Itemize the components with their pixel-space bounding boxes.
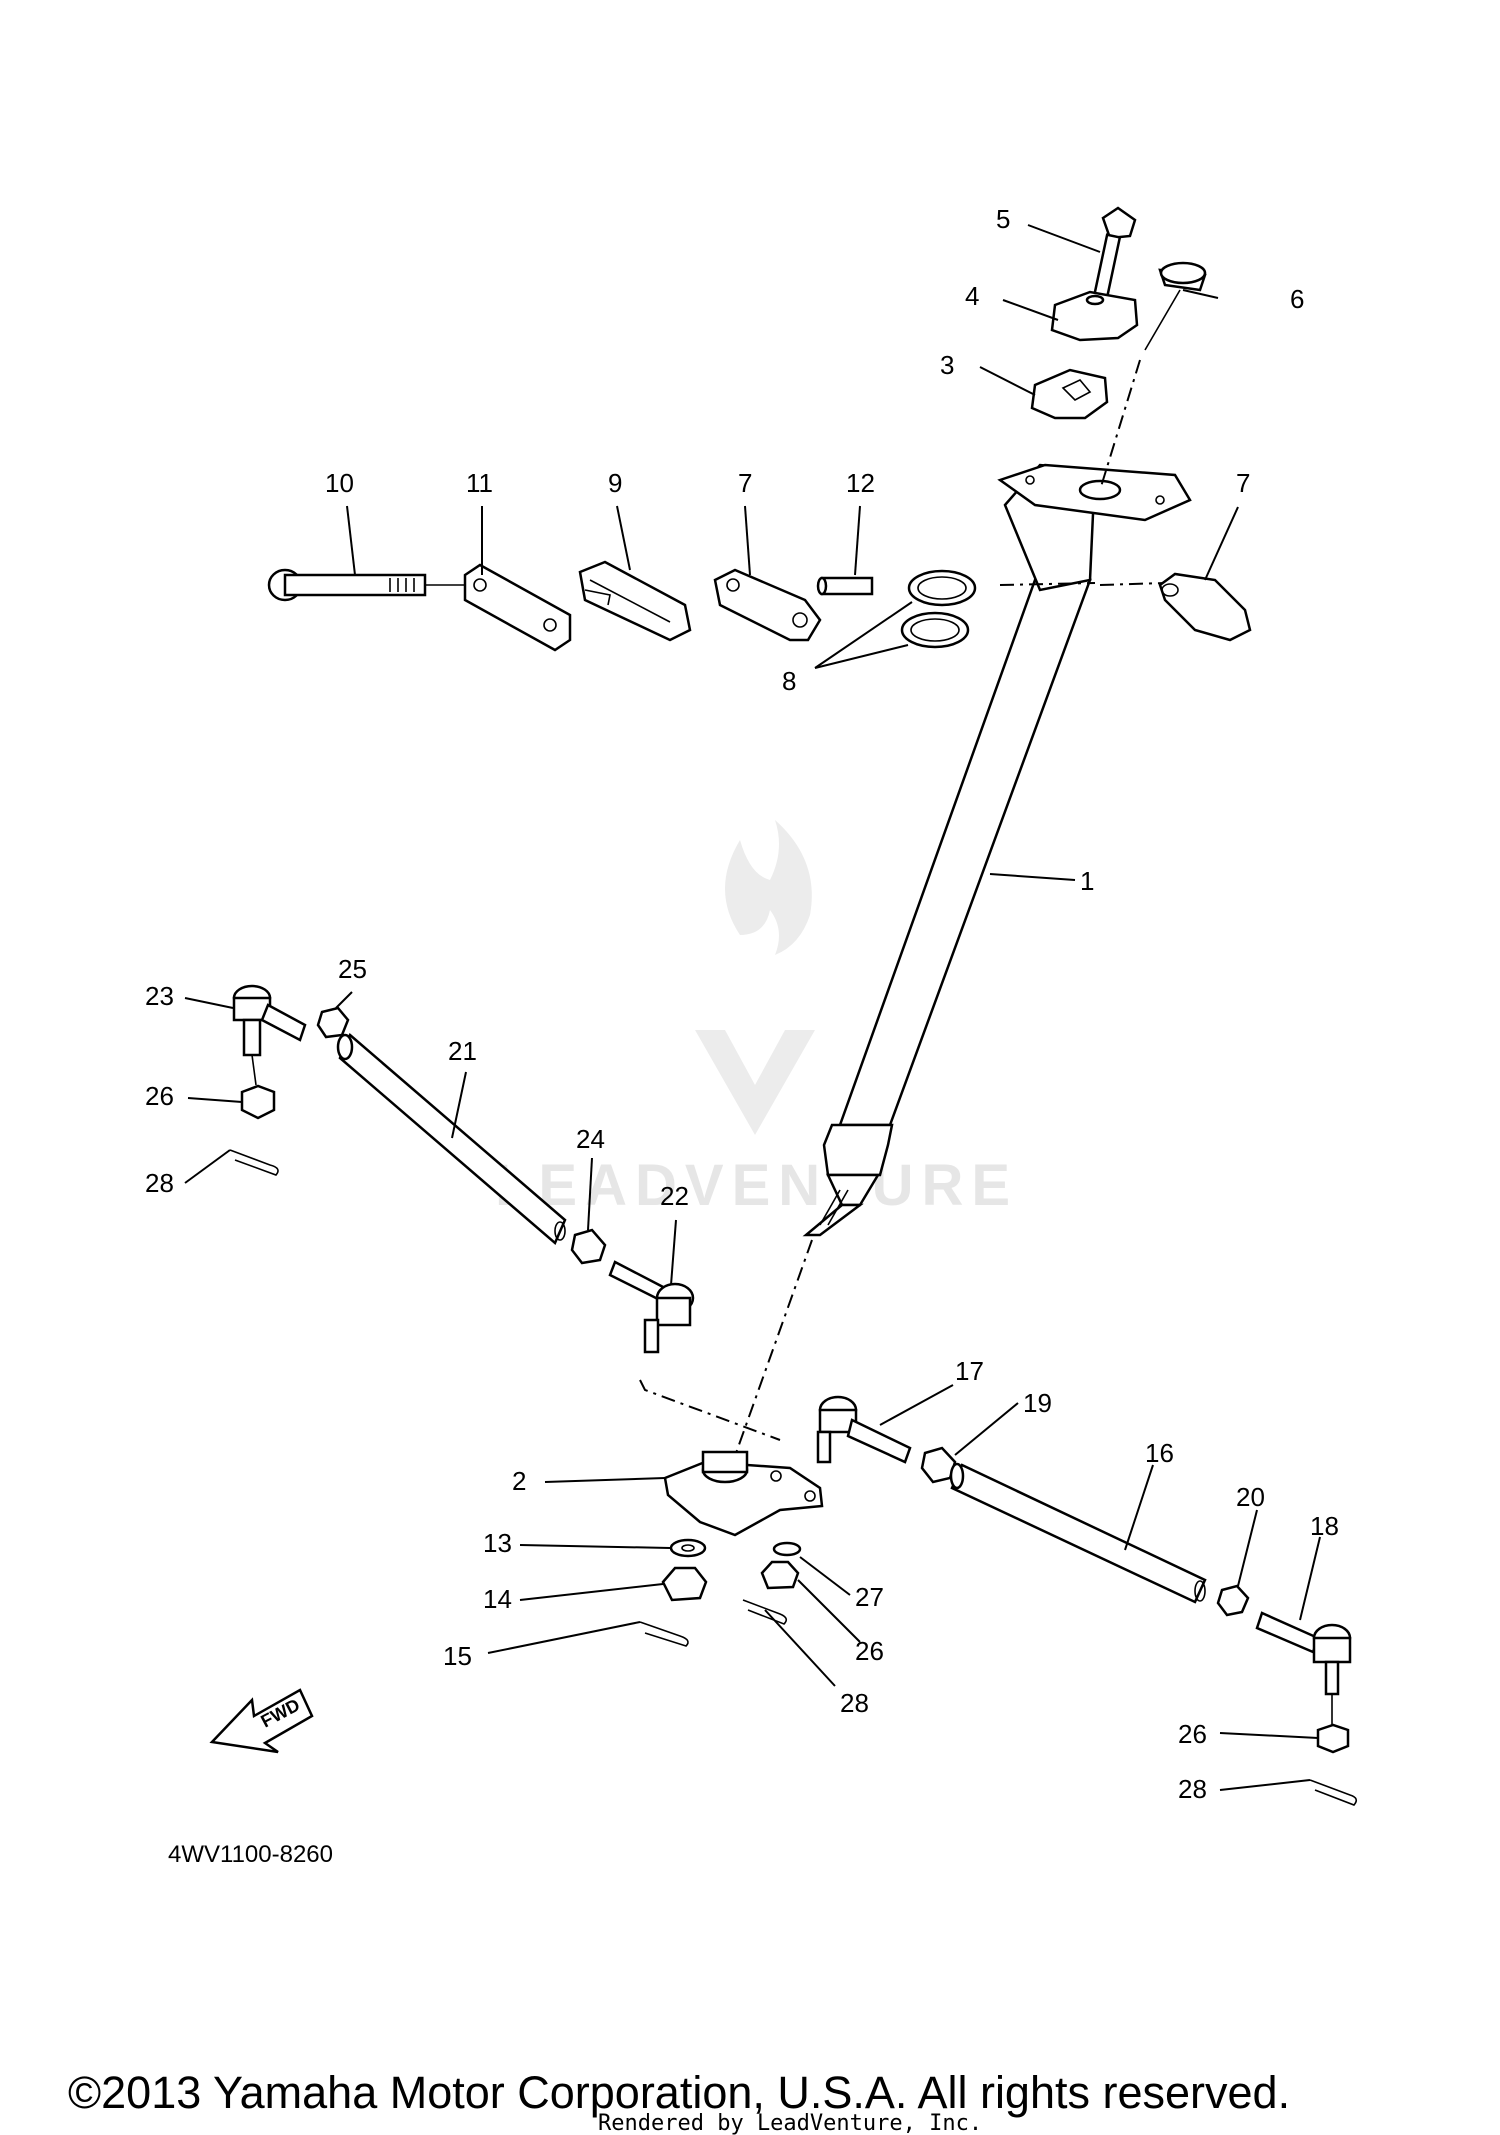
callout-28-center: 28 xyxy=(840,1688,869,1718)
washer-13 xyxy=(669,1538,707,1558)
cotter-pin-28-right xyxy=(1309,1779,1358,1806)
callout-19: 19 xyxy=(1023,1388,1052,1418)
tie-rod-end-18 xyxy=(1255,1611,1352,1696)
callout-7-left: 7 xyxy=(738,468,752,498)
tie-rod-21 xyxy=(336,1032,567,1246)
bolt-10 xyxy=(267,568,427,602)
cotter-pin-15 xyxy=(639,1621,689,1647)
bolt-5 xyxy=(1093,206,1137,298)
rendered-by-notice: Rendered by LeadVenture, Inc. xyxy=(598,2111,982,2135)
nut-25 xyxy=(316,1006,350,1039)
callout-22: 22 xyxy=(660,1181,689,1211)
leader-lines xyxy=(184,224,1321,1791)
callout-26-center: 26 xyxy=(855,1636,884,1666)
plate-11 xyxy=(463,563,572,652)
tie-rod-end-17 xyxy=(816,1395,912,1464)
callout-14: 14 xyxy=(483,1584,512,1614)
callout-11: 11 xyxy=(466,468,493,498)
callout-26-left: 26 xyxy=(145,1081,174,1111)
callout-8: 8 xyxy=(782,666,796,696)
callout-23: 23 xyxy=(145,981,174,1011)
callout-3: 3 xyxy=(940,350,954,380)
callout-9: 9 xyxy=(608,468,622,498)
oil-seals-8 xyxy=(900,569,977,649)
holder-lower-3 xyxy=(1030,368,1109,420)
figure-code: 4WV1100-8260 xyxy=(168,1841,333,1868)
bushing-7-left xyxy=(713,568,822,642)
callout-10: 10 xyxy=(325,468,354,498)
callout-16: 16 xyxy=(1145,1438,1174,1468)
nut-24 xyxy=(570,1228,607,1265)
callout-20: 20 xyxy=(1236,1482,1265,1512)
callout-18: 18 xyxy=(1310,1511,1339,1541)
nut-26-right xyxy=(1316,1723,1350,1754)
pitman-arm xyxy=(663,1450,824,1537)
tie-rod-16 xyxy=(949,1462,1207,1604)
spring-9 xyxy=(578,560,692,642)
callout-13: 13 xyxy=(483,1528,512,1558)
callout-17: 17 xyxy=(955,1356,984,1386)
callout-24: 24 xyxy=(576,1124,605,1154)
callout-labels: 5 6 4 3 7 10 11 9 7 12 8 1 23 25 21 26 2… xyxy=(145,204,1339,1804)
cotter-pin-28-center xyxy=(742,1599,788,1625)
copyright-notice: ©2013 Yamaha Motor Corporation, U.S.A. A… xyxy=(68,2067,1290,2118)
nut-20 xyxy=(1216,1584,1250,1617)
watermark-text: LEADVENTURE xyxy=(495,1153,1018,1218)
cap-6 xyxy=(1158,261,1207,292)
nut-26-left xyxy=(240,1084,276,1120)
tie-rod-end-22 xyxy=(608,1260,695,1354)
leadventure-watermark: LEADVENTURE xyxy=(495,820,1018,1218)
cotter-pin-28-left xyxy=(229,1149,279,1176)
holder-upper-4 xyxy=(1050,290,1139,342)
nut-14 xyxy=(661,1566,708,1602)
tie-rod-end-23 xyxy=(232,984,307,1057)
callout-2: 2 xyxy=(512,1466,526,1496)
washer-27 xyxy=(772,1541,802,1557)
callout-26-right: 26 xyxy=(1178,1719,1207,1749)
callout-5: 5 xyxy=(996,204,1010,234)
bushing-7-right xyxy=(1158,572,1252,642)
callout-6: 6 xyxy=(1290,284,1304,314)
callout-15: 15 xyxy=(443,1641,472,1671)
fwd-arrow-icon: FWD xyxy=(209,1688,314,1754)
callout-25: 25 xyxy=(338,954,367,984)
nut-26-center xyxy=(760,1560,800,1590)
callout-28-right: 28 xyxy=(1178,1774,1207,1804)
callout-21: 21 xyxy=(448,1036,477,1066)
callout-28-left: 28 xyxy=(145,1168,174,1198)
callout-7-right: 7 xyxy=(1236,468,1250,498)
callout-27: 27 xyxy=(855,1582,884,1612)
pin-12 xyxy=(816,576,874,596)
callout-4: 4 xyxy=(965,281,979,311)
callout-12: 12 xyxy=(846,468,875,498)
callout-1: 1 xyxy=(1080,866,1094,896)
